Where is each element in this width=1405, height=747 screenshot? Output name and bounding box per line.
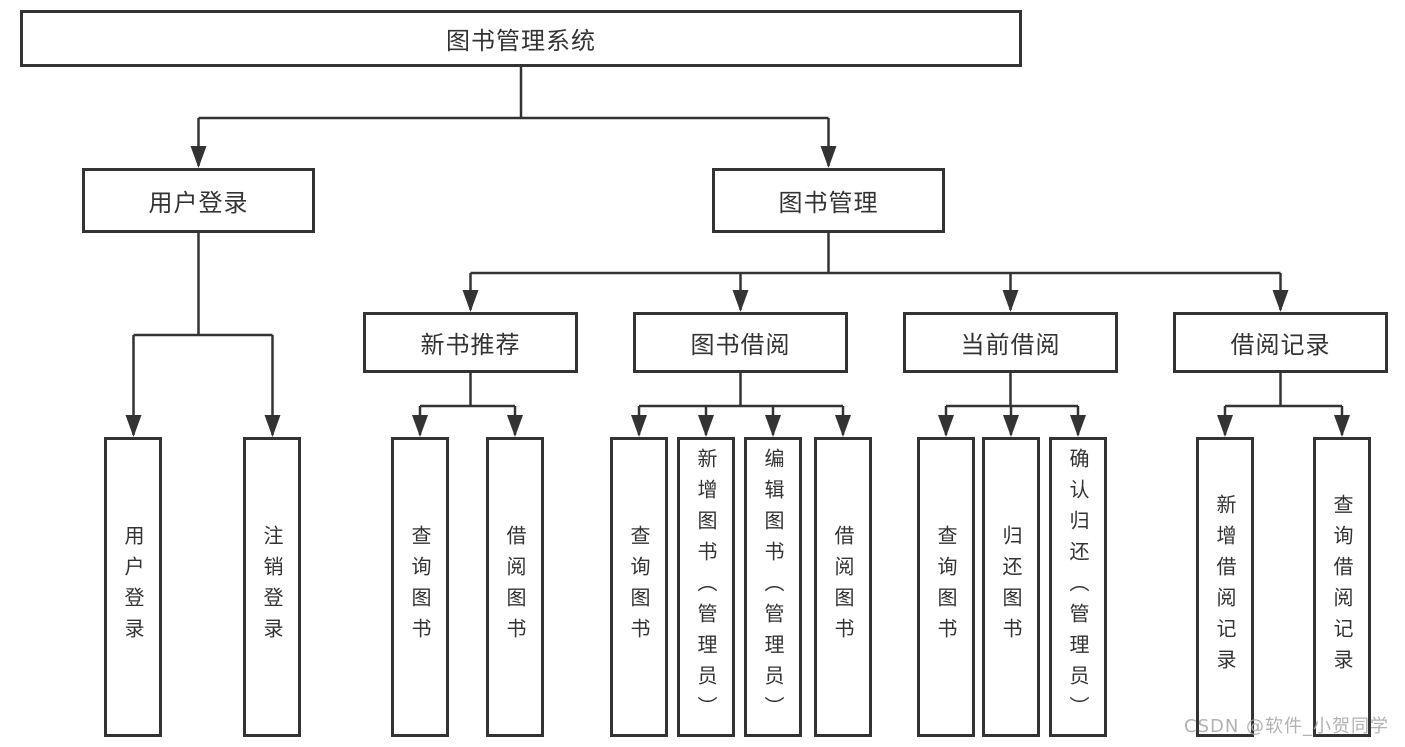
leaf-logout-label: 注销登录 <box>260 525 284 649</box>
leaf-query-books-borrowing-label: 查询图书 <box>627 525 651 649</box>
node-book-borrowing: 图书借阅 <box>633 312 848 373</box>
watermark: CSDN @软件_小贺同学 <box>1184 716 1390 737</box>
leaf-confirm-return-admin: 确认归还（管理员） <box>1049 437 1107 737</box>
node-user-login: 用户登录 <box>82 168 315 233</box>
node-book-management: 图书管理 <box>712 168 945 233</box>
leaf-logout: 注销登录 <box>243 437 301 737</box>
leaf-query-books-current: 查询图书 <box>917 437 975 737</box>
leaf-borrow-books-recommendation: 借阅图书 <box>486 437 544 737</box>
leaf-return-books-label: 归还图书 <box>999 525 1023 649</box>
leaf-query-borrow-record: 查询借阅记录 <box>1313 437 1371 737</box>
leaf-add-borrow-record: 新增借阅记录 <box>1196 437 1254 737</box>
leaf-query-books-borrowing: 查询图书 <box>610 437 668 737</box>
leaf-confirm-return-admin-label: 确认归还（管理员） <box>1066 447 1090 727</box>
node-new-book-recommendation: 新书推荐 <box>363 312 578 373</box>
leaf-add-borrow-record-label: 新增借阅记录 <box>1213 494 1237 680</box>
leaf-return-books: 归还图书 <box>982 437 1040 737</box>
node-current-borrowing: 当前借阅 <box>903 312 1118 373</box>
leaf-borrow-books-recommendation-label: 借阅图书 <box>503 525 527 649</box>
leaf-query-books-current-label: 查询图书 <box>934 525 958 649</box>
leaf-borrow-books-borrowing-label: 借阅图书 <box>831 525 855 649</box>
node-borrowing-records: 借阅记录 <box>1173 312 1388 373</box>
leaf-add-books-admin: 新增图书（管理员） <box>677 437 735 737</box>
node-root: 图书管理系统 <box>20 10 1022 67</box>
leaf-edit-books-admin: 编辑图书（管理员） <box>744 437 802 737</box>
leaf-query-books-recommendation: 查询图书 <box>391 437 449 737</box>
leaf-user-login: 用户登录 <box>104 437 162 737</box>
arrowheads <box>125 146 1350 437</box>
leaf-user-login-label: 用户登录 <box>121 525 145 649</box>
leaf-query-borrow-record-label: 查询借阅记录 <box>1330 494 1354 680</box>
leaf-add-books-admin-label: 新增图书（管理员） <box>694 447 718 727</box>
leaf-edit-books-admin-label: 编辑图书（管理员） <box>761 447 785 727</box>
leaf-query-books-recommendation-label: 查询图书 <box>408 525 432 649</box>
leaf-borrow-books-borrowing: 借阅图书 <box>814 437 872 737</box>
